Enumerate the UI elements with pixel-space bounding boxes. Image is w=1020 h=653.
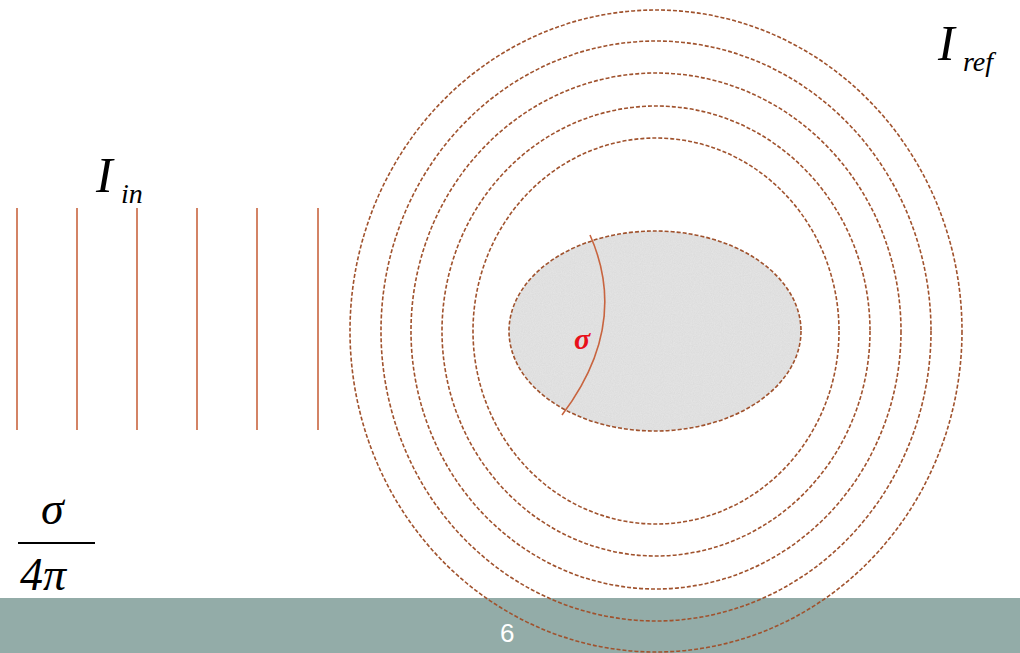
wavefront-line bbox=[256, 208, 258, 430]
subscript: in bbox=[121, 180, 143, 208]
cross-section-symbol: σ bbox=[574, 324, 590, 354]
wavefront-line bbox=[136, 208, 138, 430]
scattered-wavefronts bbox=[350, 10, 962, 652]
fraction-denominator: 4π bbox=[20, 552, 66, 598]
wavefront-line bbox=[16, 208, 18, 430]
intensity-symbol: I bbox=[96, 150, 113, 200]
wavefront-line bbox=[76, 208, 78, 430]
incident-wavefronts bbox=[17, 208, 318, 430]
cross-section-curve bbox=[562, 235, 605, 415]
fraction-bar bbox=[18, 542, 95, 544]
fraction-numerator: σ bbox=[41, 486, 64, 532]
scatterer-ellipse: σ bbox=[508, 230, 802, 432]
footer-band bbox=[0, 598, 1020, 653]
wavefront-line bbox=[196, 208, 198, 430]
slide-number: 6 bbox=[500, 620, 514, 646]
wavefront-line bbox=[317, 208, 319, 430]
ellipse-outline bbox=[508, 230, 802, 432]
subscript: ref bbox=[963, 48, 993, 76]
intensity-symbol: I bbox=[938, 18, 955, 68]
